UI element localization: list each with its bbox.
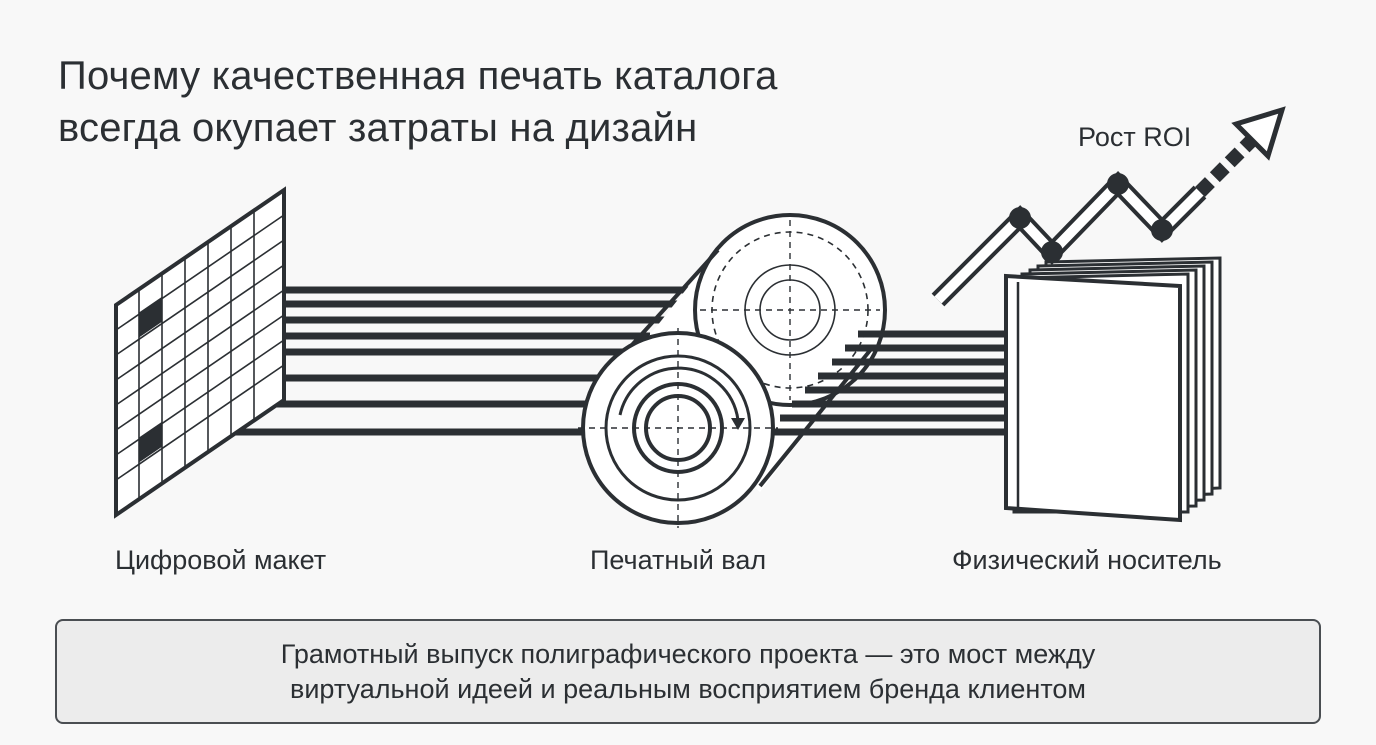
stage-label-physical-medium: Физический носитель — [952, 545, 1222, 575]
growth-arrow-icon — [931, 106, 1286, 307]
caption-line-1: Грамотный выпуск полиграфического проект… — [280, 638, 1096, 669]
roi-label: Рост ROI — [1078, 122, 1192, 152]
grid-layout-icon — [114, 186, 286, 519]
stage-label-digital-layout: Цифровой макет — [115, 545, 327, 575]
title-line-1: Почему качественная печать каталога — [58, 54, 778, 98]
print-roller-icon — [578, 213, 887, 528]
caption-box: Грамотный выпуск полиграфического проект… — [55, 619, 1321, 724]
page-title: Почему качественная печать каталога всег… — [58, 50, 778, 154]
printed-book-icon — [1004, 256, 1222, 523]
stage-label-print-roller: Печатный вал — [590, 545, 767, 575]
title-line-2: всегда окупает затраты на дизайн — [58, 106, 698, 150]
caption-line-2: виртуальной идеей и реальным восприятием… — [290, 673, 1086, 704]
ribbon-lower — [772, 330, 1006, 436]
